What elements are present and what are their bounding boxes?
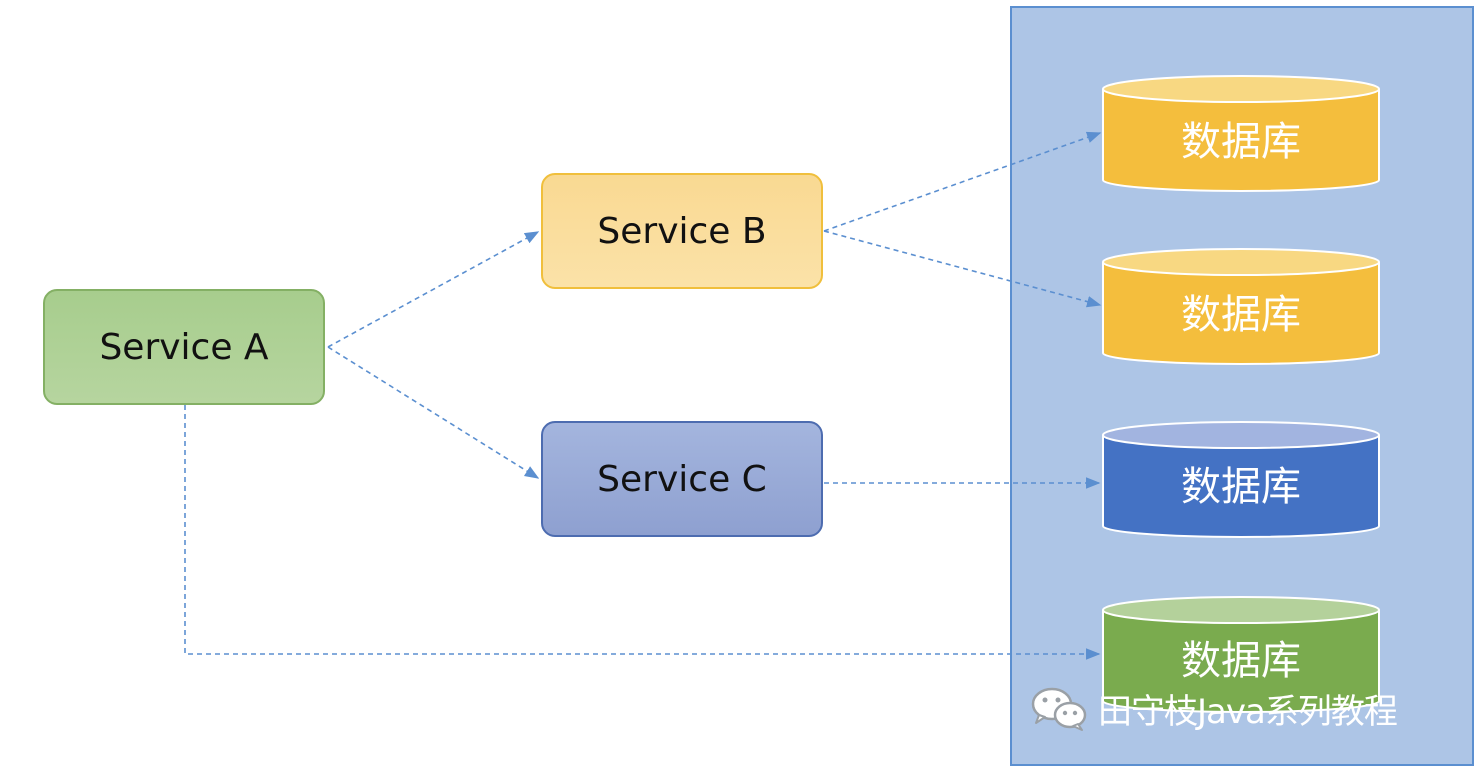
watermark: 田守枝Java系列教程 [1030, 684, 1398, 733]
wechat-icon [1031, 687, 1087, 731]
arrow-a-to-b [327, 231, 540, 348]
database-cylinder-3[interactable] [1102, 421, 1380, 538]
watermark-text: 田守枝Java系列教程 [1098, 692, 1398, 732]
arrow-b-to-db2 [823, 230, 1102, 308]
service-c-label: Service C [597, 458, 767, 500]
database-label-3: 数据库 [1181, 464, 1301, 510]
arrow-a-to-c [327, 346, 540, 479]
service-a-label: Service A [99, 326, 269, 368]
service-c-box[interactable]: Service C [541, 421, 823, 537]
service-b-box[interactable]: Service B [541, 173, 823, 289]
service-b-label: Service B [597, 210, 767, 252]
arrow-a-to-db4 [184, 405, 1101, 660]
database-label-1: 数据库 [1181, 119, 1301, 165]
database-cylinder-2[interactable] [1102, 248, 1380, 365]
arrow-b-to-db1 [823, 131, 1102, 232]
database-label-4: 数据库 [1181, 638, 1301, 684]
database-label-2: 数据库 [1181, 292, 1301, 338]
service-a-box[interactable]: Service A [43, 289, 325, 405]
database-cylinder-4[interactable] [1102, 596, 1380, 713]
database-cylinder-1[interactable] [1102, 75, 1380, 192]
